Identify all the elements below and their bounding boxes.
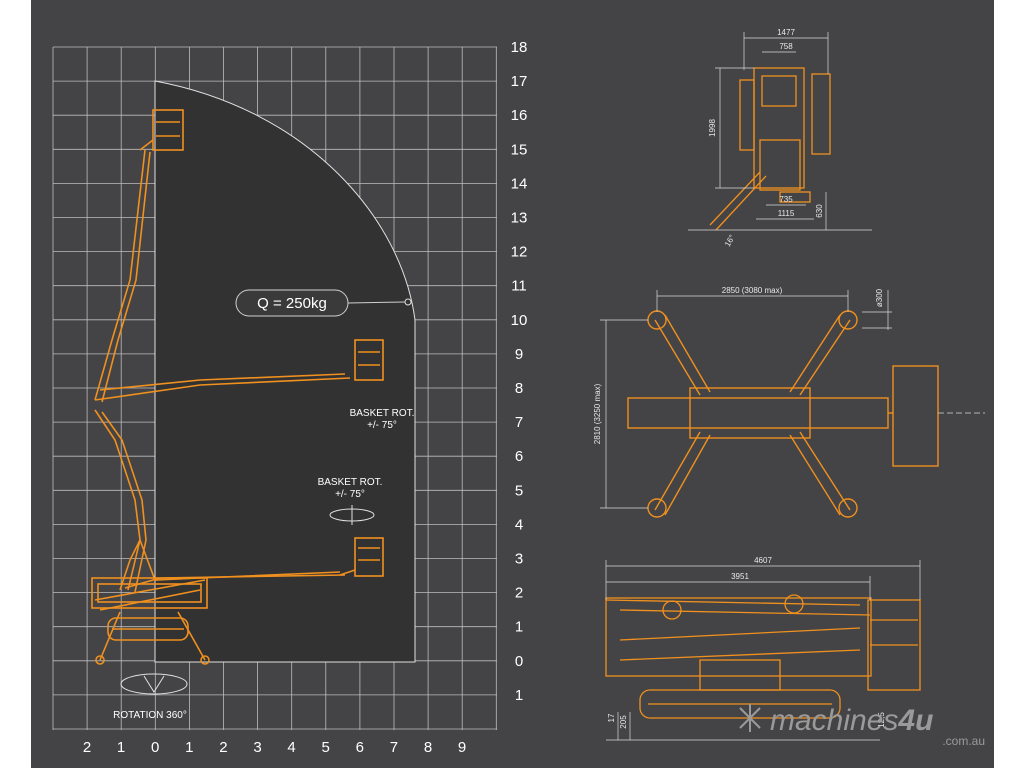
x-axis-ticks: 2 1 0 1 2 3 4 5 6 7 8 9 (83, 739, 466, 756)
x-tick-label: 2 (83, 739, 91, 756)
x-tick-label: 4 (287, 739, 295, 756)
side-dim-h2: 205 (619, 715, 628, 729)
y-tick-label: 13 (511, 210, 528, 227)
side-dim-h1: 17 (607, 713, 616, 722)
rotation-label: ROTATION 360° (113, 710, 187, 721)
load-label-leader (347, 301, 406, 304)
front-dim-ground-clear: 630 (815, 204, 824, 218)
side-dim-length-stowed: 3951 (731, 572, 749, 581)
front-view: 1477 758 1998 735 1115 630 16° (688, 28, 872, 248)
top-dim-pad-dia: ø300 (875, 288, 884, 307)
x-tick-label: 0 (151, 739, 159, 756)
basket-rot-upper-line2: +/- 75° (367, 420, 397, 431)
x-tick-label: 1 (117, 739, 125, 756)
top-dim-spread-x: 2850 (3080 max) (722, 286, 783, 295)
basket-rot-upper-line1: BASKET ROT. (350, 408, 415, 419)
boom-high (94, 109, 184, 403)
basket-rot-lower-line1: BASKET ROT. (318, 477, 383, 488)
x-tick-label: 8 (424, 739, 432, 756)
y-tick-label: 18 (511, 39, 528, 56)
top-dim-spread-y: 2810 (3250 max) (593, 383, 602, 444)
y-tick-label: 0 (515, 653, 523, 670)
x-tick-label: 2 (219, 739, 227, 756)
y-tick-label: 4 (515, 516, 523, 533)
y-tick-label: 1 (515, 687, 523, 704)
front-dim-total-width: 1477 (777, 28, 795, 37)
snowflake-logo-icon (739, 704, 761, 732)
x-tick-label: 7 (390, 739, 398, 756)
base-unit (91, 577, 210, 665)
y-tick-label: 15 (511, 141, 528, 158)
y-tick-label: 17 (511, 73, 528, 90)
x-tick-label: 5 (322, 739, 330, 756)
basket-rot-lower-line2: +/- 75° (335, 489, 365, 500)
machine-positions (91, 109, 384, 665)
front-dim-height: 1998 (708, 119, 717, 137)
y-tick-label: 3 (515, 551, 523, 568)
x-tick-label: 3 (253, 739, 261, 756)
working-envelope (154, 80, 416, 663)
boom-mid (94, 339, 384, 593)
watermark-brand: machines4u (770, 704, 933, 737)
side-view: 4607 3951 17 205 12,5 (605, 556, 921, 741)
top-view: 2850 (3080 max) 2810 (3250 max) ø300 (593, 286, 985, 518)
y-tick-label: 5 (515, 482, 523, 499)
side-dim-total-length: 4607 (754, 556, 772, 565)
y-tick-label: 8 (515, 380, 523, 397)
x-tick-label: 9 (458, 739, 466, 756)
y-tick-label: 16 (511, 107, 528, 124)
y-tick-label: 9 (515, 346, 523, 363)
x-tick-label: 1 (185, 739, 193, 756)
side-dim-angle: 12,5 (877, 712, 886, 728)
x-tick-label: 6 (356, 739, 364, 756)
front-dim-track-inner: 735 (779, 195, 793, 204)
machines4u-watermark: machines4u .com.au (739, 704, 985, 748)
y-tick-label: 7 (515, 414, 523, 431)
y-tick-label: 10 (511, 312, 528, 329)
basket-rotation-icon (329, 505, 375, 525)
y-tick-label: 11 (511, 278, 527, 295)
front-dim-angle: 16° (723, 233, 737, 248)
rotation-icon (120, 673, 188, 695)
y-tick-label: 2 (515, 585, 523, 602)
front-dim-track-outer: 1115 (778, 209, 795, 218)
watermark-domain: .com.au (942, 734, 985, 748)
load-label: Q = 250kg (257, 295, 327, 312)
front-dim-inner-width: 758 (779, 42, 793, 51)
y-tick-label: 14 (511, 175, 528, 192)
y-tick-label: 6 (515, 448, 523, 465)
y-tick-label: 12 (511, 244, 528, 261)
y-tick-label: 1 (515, 619, 523, 636)
